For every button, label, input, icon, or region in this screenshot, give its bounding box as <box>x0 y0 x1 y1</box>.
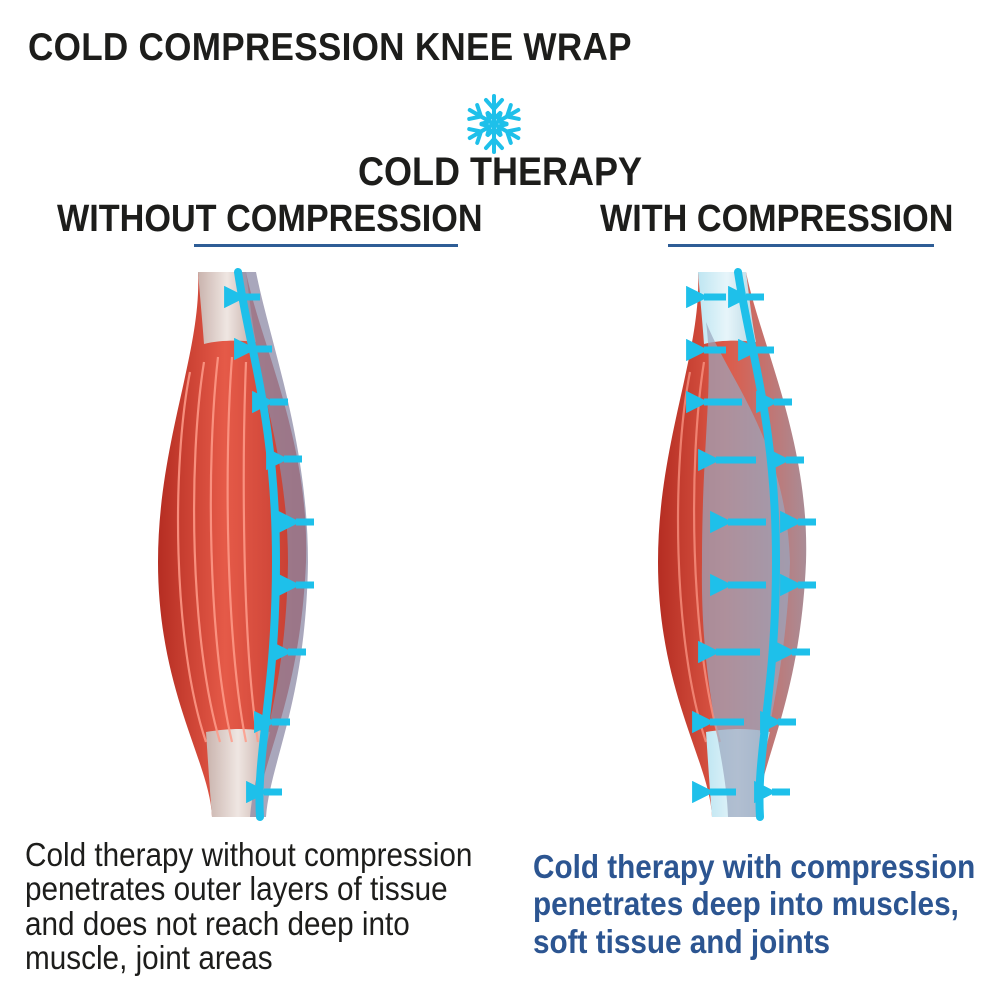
caption-line: penetrates deep into muscles, <box>533 885 959 923</box>
outer-cold-layer <box>236 272 308 817</box>
with-compression-caption: Cold therapy with compression penetrates… <box>533 848 975 960</box>
without-compression-heading: WITHOUT COMPRESSION <box>57 198 483 240</box>
inner-cold-arrows <box>686 285 766 804</box>
snowflake-icon <box>463 94 525 154</box>
cold-arrows <box>224 285 314 804</box>
without-compression-underline <box>194 244 458 247</box>
caption-line: Cold therapy with compression <box>533 848 976 885</box>
muscle-without-compression-illustration <box>158 268 314 821</box>
with-compression-underline <box>668 244 934 247</box>
page-title: COLD COMPRESSION KNEE WRAP <box>28 26 632 69</box>
outer-cold-arrows <box>728 285 816 804</box>
caption-line: Cold therapy without compression <box>25 836 473 873</box>
caption-line: soft tissue and joints <box>533 922 831 960</box>
caption-line: penetrates outer layers of tissue <box>25 870 448 908</box>
with-compression-heading: WITH COMPRESSION <box>600 198 954 240</box>
caption-line: and does not reach deep into <box>25 904 410 942</box>
cold-therapy-heading: COLD THERAPY <box>357 150 643 194</box>
caption-line: muscle, joint areas <box>25 938 273 976</box>
muscle-with-compression-illustration <box>658 268 816 821</box>
without-compression-caption: Cold therapy without compression penetra… <box>25 836 473 976</box>
